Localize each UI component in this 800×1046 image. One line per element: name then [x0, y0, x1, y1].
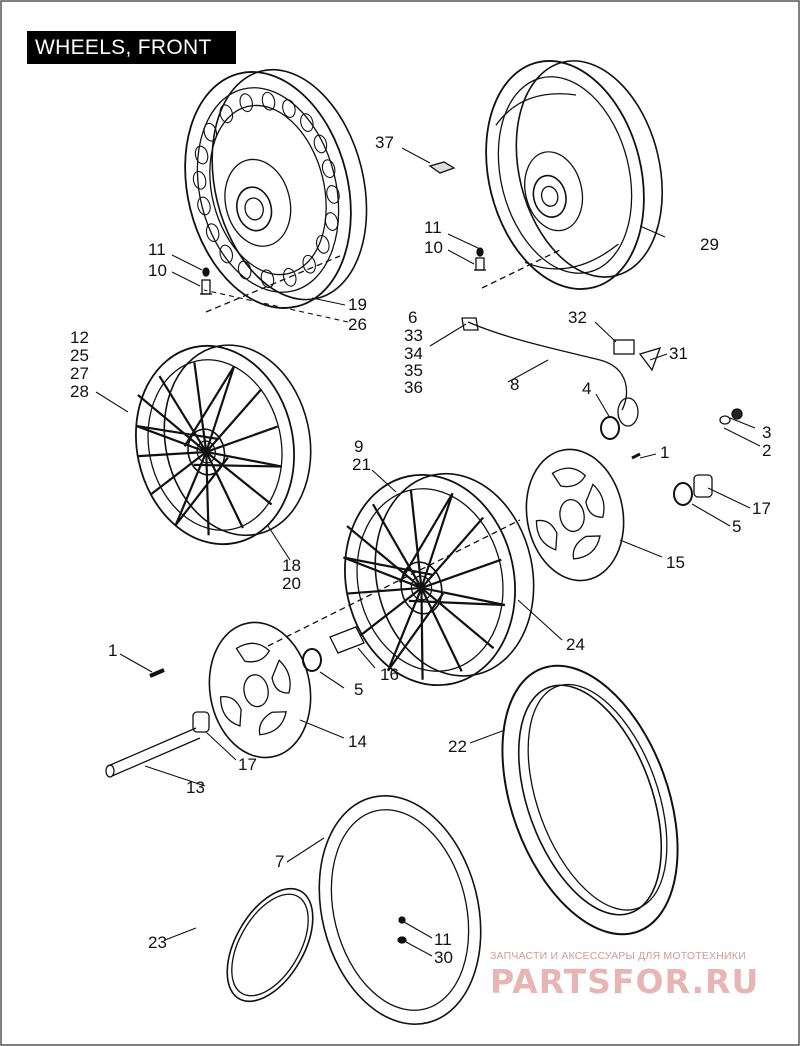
assembly-line: [205, 255, 341, 313]
watermark-subtitle: ЗАПЧАСТИ И АКСЕССУАРЫ ДЛЯ МОТОТЕХНИКИ: [490, 950, 746, 962]
callout-3: 3: [762, 423, 771, 442]
callout-34: 34: [404, 344, 423, 363]
callout-1-left: 1: [108, 641, 117, 660]
callout-17-left: 17: [238, 755, 257, 774]
callout-30: 30: [434, 948, 453, 967]
callout-20: 20: [282, 574, 301, 593]
spacer-17-left: [192, 711, 210, 733]
disc-wheel-29: [485, 60, 664, 290]
spoke-wheel-18: [135, 344, 312, 546]
assembly-line: [481, 249, 561, 289]
sensor-6: [461, 317, 479, 331]
callout-21: 21: [352, 455, 371, 474]
nut-3: [731, 408, 743, 420]
callout-5-right: 5: [732, 517, 741, 536]
callout-37: 37: [375, 133, 394, 152]
bearing-5-right: [673, 482, 693, 506]
bearing-4: [600, 416, 620, 440]
tube-7: [318, 795, 482, 1025]
callout-36: 36: [404, 378, 423, 397]
callout-35: 35: [404, 361, 423, 380]
tire-22: [501, 664, 679, 936]
callout-1-right: 1: [660, 443, 669, 462]
callout-6: 6: [408, 308, 417, 327]
callout-10-a: 10: [148, 261, 167, 280]
callout-13: 13: [186, 778, 205, 797]
callout-11-c: 11: [434, 930, 452, 949]
callout-24: 24: [566, 635, 585, 654]
callout-4: 4: [582, 379, 591, 398]
valve-core-30: [397, 936, 407, 944]
callout-15: 15: [666, 553, 685, 572]
callout-10-b: 10: [424, 238, 443, 257]
callout-26: 26: [348, 315, 367, 334]
callout-9: 9: [354, 437, 363, 456]
washer-2: [719, 415, 731, 425]
callout-27: 27: [70, 364, 89, 383]
callout-16: 16: [380, 665, 399, 684]
callout-7: 7: [275, 852, 284, 871]
callout-22: 22: [448, 737, 467, 756]
page-title: WHEELS, FRONT: [27, 31, 236, 64]
callout-labels: 37 11 10 11 10 19 26 29 12 25 27 28 6 33…: [70, 133, 771, 967]
cast-wheel-19: [184, 68, 368, 309]
axle-13: [105, 727, 201, 778]
valve-cap-11: [398, 916, 406, 924]
callout-29: 29: [700, 235, 719, 254]
callout-33: 33: [404, 326, 423, 345]
bearing-5-left: [302, 648, 322, 672]
sensor-head: [617, 397, 639, 427]
callout-11-b: 11: [424, 218, 442, 237]
callout-12: 12: [70, 328, 89, 347]
bolt-1-right: [631, 452, 641, 460]
callout-25: 25: [70, 346, 89, 365]
callout-8: 8: [510, 375, 519, 394]
callout-17-right: 17: [752, 499, 771, 518]
brake-disc-14: [208, 621, 312, 759]
brake-disc-15: [525, 448, 625, 582]
callout-2: 2: [762, 441, 771, 460]
callout-5-left: 5: [354, 680, 363, 699]
bracket-32: [613, 339, 635, 355]
callout-23: 23: [148, 933, 167, 952]
valve-stem-10-left: [200, 267, 212, 295]
spoke-wheel-9: [343, 472, 535, 687]
part-37-weight: [428, 161, 456, 174]
callout-14: 14: [348, 732, 367, 751]
watermark-logo: PARTSFOR.RU: [490, 962, 760, 1001]
sensor-cable-8: [467, 321, 628, 411]
callout-11-a: 11: [148, 240, 166, 259]
rim-strip-23: [226, 887, 314, 1003]
leader-lines: [95, 147, 761, 957]
spacer-16: [329, 626, 365, 654]
bolt-1-left: [149, 668, 165, 678]
callout-28: 28: [70, 382, 89, 401]
valve-stem-10-right: [474, 247, 486, 271]
callout-32: 32: [568, 308, 587, 327]
spacer-17-right: [693, 474, 713, 498]
callout-31: 31: [669, 344, 688, 363]
axle-line: [267, 519, 521, 647]
callout-19: 19: [348, 295, 367, 314]
clip-31: [638, 347, 662, 372]
callout-18: 18: [282, 556, 301, 575]
